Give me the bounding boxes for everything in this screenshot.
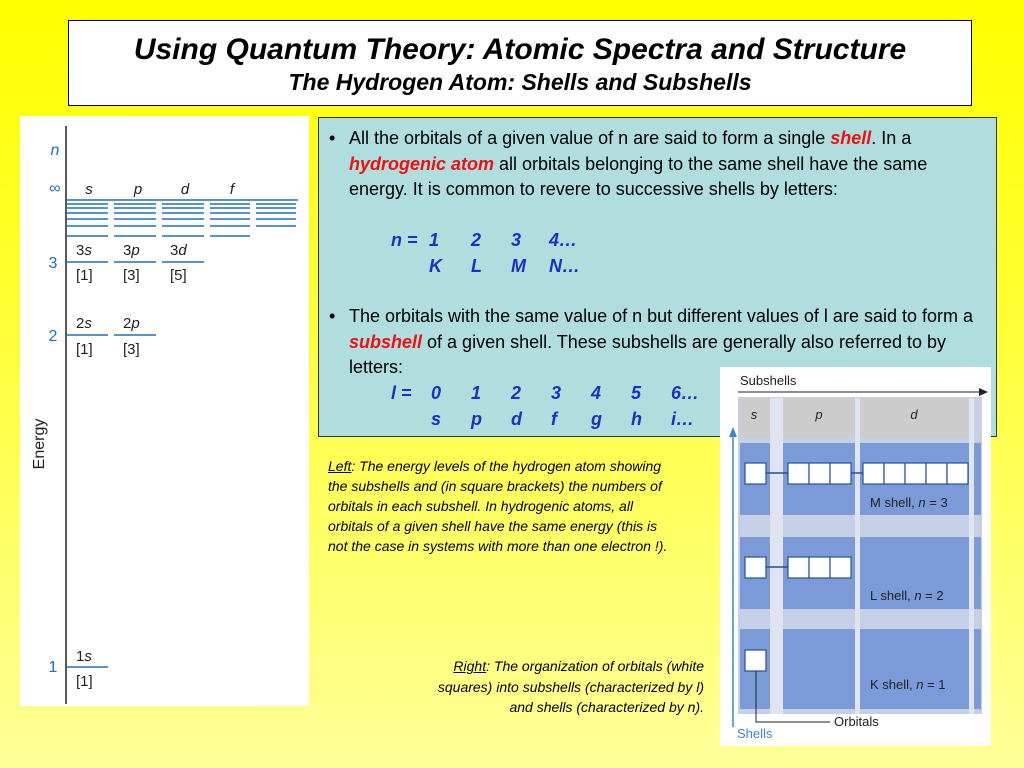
subshells-arrow — [979, 388, 988, 396]
level-2-n: 2 — [49, 328, 58, 345]
page-title: Using Quantum Theory: Atomic Spectra and… — [133, 33, 907, 66]
level-3d-label: 3d — [170, 242, 187, 259]
bullet-dot: • — [329, 128, 336, 148]
infinity-label: ∞ — [49, 180, 60, 197]
subshells-label: Subshells — [740, 373, 797, 388]
svg-text:p: p — [814, 407, 822, 422]
bullet-subshells: • The orbitals with the same value of n … — [329, 304, 984, 381]
bullet-subshells-text: The orbitals with the same value of n bu… — [349, 306, 973, 377]
level-2p-count: [3] — [123, 341, 140, 358]
level-1-n: 1 — [49, 659, 58, 676]
level-2s-label: 2s — [76, 315, 92, 332]
page-subtitle: The Hydrogen Atom: Shells and Subshells — [288, 69, 752, 95]
m-shell-orbitals — [744, 462, 969, 485]
title-box: Using Quantum Theory: Atomic Spectra and… — [68, 20, 972, 106]
term-shell: shell — [830, 128, 872, 148]
subshell-diagram: Subshells s p d — [720, 367, 991, 746]
level-3p-label: 3p — [123, 242, 140, 259]
header-p — [783, 398, 855, 438]
shells-arrow — [729, 427, 737, 437]
right-caption: Right: The organization of orbitals (whi… — [437, 658, 704, 715]
energy-level-svg: n ∞ Energy s p d f 3 3s 3p 3d — [31, 126, 298, 704]
level-3d-count: [5] — [170, 267, 187, 284]
orbitals-label: Orbitals — [834, 714, 879, 729]
bullet-shells-text: All the orbitals of a given value of n a… — [349, 128, 928, 199]
converging-levels — [66, 199, 298, 237]
k-shell-label: K shell, n = 1 — [870, 677, 946, 692]
k-shell-orbitals — [744, 649, 767, 672]
level-1s-label: 1s — [76, 648, 92, 665]
col-p: p — [133, 181, 142, 198]
level-3s-label: 3s — [76, 242, 92, 259]
subshell-svg: Subshells s p d — [729, 373, 988, 741]
term-hydrogenic-atom: hydrogenic atom — [349, 153, 495, 174]
bullet-shells: • All the orbitals of a given value of n… — [329, 126, 984, 203]
energy-axis-label: Energy — [31, 419, 48, 470]
energy-level-diagram: n ∞ Energy s p d f 3 3s 3p 3d — [20, 116, 309, 706]
n-label: n — [51, 142, 60, 159]
term-subshell: subshell — [349, 331, 423, 352]
level-3s-count: [1] — [76, 267, 93, 284]
header-d — [860, 398, 969, 438]
svg-text:s: s — [751, 407, 758, 422]
level-3-n: 3 — [49, 255, 58, 272]
level-3p-count: [3] — [123, 267, 140, 284]
level-2p-label: 2p — [123, 315, 140, 332]
svg-text:d: d — [910, 407, 918, 422]
col-f: f — [230, 181, 236, 198]
l-shell-orbitals — [744, 556, 852, 579]
level-2s-count: [1] — [76, 341, 93, 358]
left-caption: Left: The energy levels of the hydrogen … — [328, 458, 668, 554]
shells-label: Shells — [737, 726, 773, 741]
header-s — [740, 398, 770, 438]
bullet-dot: • — [329, 306, 336, 326]
col-d: d — [181, 181, 190, 198]
level-1s-count: [1] — [76, 673, 93, 690]
orbitals-pointer — [755, 671, 830, 723]
l-shell-label: L shell, n = 2 — [870, 588, 944, 603]
m-shell-label: M shell, n = 3 — [870, 495, 948, 510]
col-s: s — [85, 181, 93, 198]
